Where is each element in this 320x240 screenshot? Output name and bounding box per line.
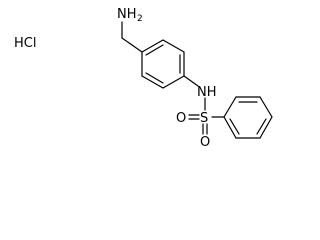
sulfur-label: S	[200, 111, 208, 126]
benzene-ring-1	[141, 39, 185, 89]
oxygen-bottom-label: O	[200, 135, 210, 150]
oxygen-left-label: O	[176, 111, 186, 126]
bond-ring-nh	[183, 75, 199, 87]
molecule-diagram: HCl NH 2 NH S O O	[14, 7, 273, 150]
hcl-label: HCl	[14, 36, 36, 51]
benzene-ring-2	[223, 96, 273, 139]
bond-ch2-ring	[121, 37, 143, 53]
amine-h-subscript: 2	[137, 14, 143, 24]
amine-n-label: NH	[117, 7, 137, 22]
sulfonamide-nh-label: NH	[197, 85, 217, 100]
structure-canvas: HCl NH 2 NH S O O	[14, 7, 273, 150]
